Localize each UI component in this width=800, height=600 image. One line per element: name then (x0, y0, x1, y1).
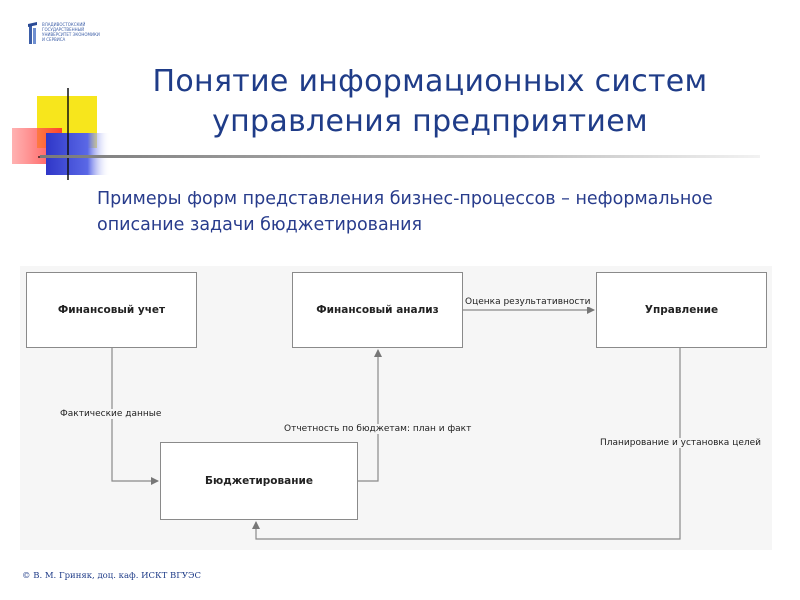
node-financial-analysis: Финансовый анализ (292, 272, 463, 348)
budgeting-diagram: Финансовый учет Финансовый анализ Управл… (20, 266, 772, 550)
label-planning-goals: Планирование и установка целей (600, 438, 761, 448)
node-management: Управление (596, 272, 767, 348)
logo-text: ВЛАДИВОСТОКСКИЙ ГОСУДАРСТВЕННЫЙ УНИВЕРСИ… (42, 22, 100, 42)
node-financial-accounting: Финансовый учет (26, 272, 197, 348)
slide-subtitle: Примеры форм представления бизнес-процес… (97, 189, 713, 235)
title-divider (40, 155, 760, 158)
university-logo: ВЛАДИВОСТОКСКИЙ ГОСУДАРСТВЕННЫЙ УНИВЕРСИ… (28, 22, 108, 54)
label-actual-data: Фактические данные (60, 409, 162, 419)
copyright-footer: © В. М. Гриняк, доц. каф. ИСКТ ВГУЭС (22, 571, 201, 581)
label-results-evaluation: Оценка результативности (465, 297, 591, 307)
edge-actual-data (111, 348, 159, 485)
edge-budget-reports (358, 349, 382, 482)
label-budget-reports: Отчетность по бюджетам: план и факт (284, 424, 472, 434)
node-budgeting: Бюджетирование (160, 442, 358, 520)
university-logo-icon (28, 22, 37, 44)
slide-title: Понятие информационных систем управления… (152, 64, 708, 139)
